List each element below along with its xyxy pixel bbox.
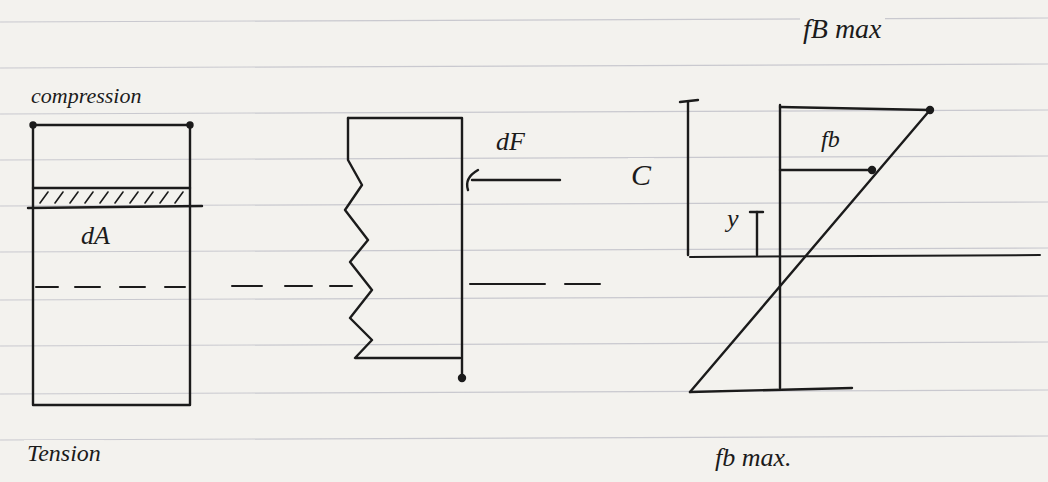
area-label: dA	[78, 222, 113, 251]
ruled-line	[0, 342, 1048, 346]
force-arrow	[472, 179, 560, 181]
stress-label: fB max	[800, 14, 885, 45]
corner-dot	[188, 123, 193, 128]
dimension-label: y	[724, 205, 742, 234]
stress-label: fb max.	[712, 444, 795, 473]
ruled-line	[0, 64, 1048, 68]
section-label: Tension	[24, 440, 104, 466]
ruled-line	[0, 390, 1048, 394]
arrow-head	[467, 170, 478, 190]
stress-axis	[779, 105, 781, 388]
neutral-axis-dashes	[36, 284, 600, 287]
max-stress-line	[690, 388, 852, 392]
ruled-line	[0, 110, 1048, 114]
ruled-line	[0, 296, 1048, 300]
force-label: dF	[493, 128, 528, 157]
cut-edge	[345, 118, 460, 358]
corner-dot	[31, 123, 36, 128]
free-body-edge	[348, 118, 462, 378]
ruled-line	[0, 436, 1048, 440]
corner-dot	[459, 375, 465, 381]
stress-label: fb	[818, 126, 843, 152]
stress-distribution	[690, 110, 930, 392]
corner-dot	[927, 107, 933, 113]
dimension-tick	[750, 211, 763, 213]
strip-hatch	[40, 192, 183, 203]
strip-top	[33, 187, 190, 189]
strip-bottom	[28, 206, 202, 208]
ruled-line	[0, 18, 1048, 22]
section-label: compression	[28, 84, 144, 108]
dimension-line	[756, 212, 758, 255]
dimension-tick	[680, 100, 698, 102]
corner-dot	[869, 167, 875, 173]
stress-at-y	[780, 169, 872, 171]
beam-section	[33, 125, 190, 405]
max-stress-line	[780, 107, 930, 110]
ruled-line	[0, 248, 1048, 252]
neutral-axis	[690, 255, 1040, 257]
ruled-lines	[0, 18, 1048, 440]
dimension-label: C	[628, 158, 654, 191]
dimension-line	[687, 102, 689, 255]
